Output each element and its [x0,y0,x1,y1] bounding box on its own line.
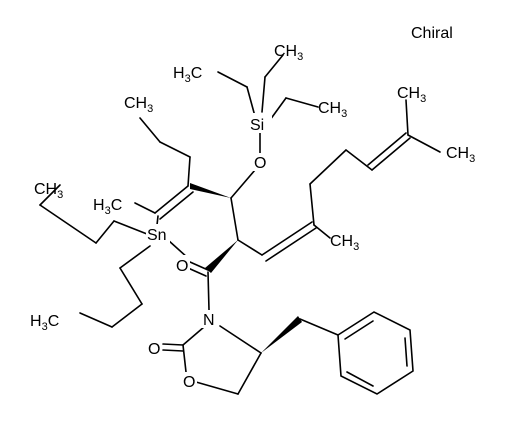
n-atom-label: N [203,312,215,329]
chiral-label: Chiral [411,25,453,42]
bond-n-c2 [182,326,205,346]
bond-c5-c4 [237,352,262,395]
bond-prenyl-me2 [407,134,441,153]
bond-prenyl-a [371,137,411,171]
o-ring-label-bg [181,372,197,390]
bond-set [39,54,441,395]
bond-c-calpha [230,197,239,241]
si-label-bg [248,113,272,133]
bond-prenyl-b [367,132,407,166]
bond-bu1a [113,220,148,235]
bond-ch-cme-a [261,221,313,256]
o-ring-carbonyl-atom-label: O [148,341,160,358]
bond-vinyl-b [159,191,194,220]
si-ethyl-methyl-left-label: H3C [173,65,202,85]
propyl-methyl-label: CH3 [124,95,153,115]
o-acyl-atom-label: O [176,258,188,275]
si-atom-label: Si [250,117,264,134]
bond-bu1d [39,184,61,206]
bond-bu1c [39,204,97,244]
o-silyl-atom-label: O [254,155,266,172]
bond-c2-oring [182,344,187,373]
phenyl-inner-1 [344,320,374,340]
bond-c4-n [219,325,262,354]
si-ethyl-methyl-top-label: CH3 [274,43,303,63]
wedge-calpha-co [205,240,238,273]
bond-bu2b [119,267,143,305]
bond-ch-cme-b [265,227,317,262]
bond-acyl-o-b [187,267,207,277]
o-silyl-label-bg [252,153,266,171]
si-ethyl-methyl-right-label: CH3 [318,100,347,120]
bond-bu2c [111,303,143,328]
allyl-methyl-label: CH3 [330,233,359,253]
bond-vinyl-a [154,185,189,214]
sn-label-bg [146,224,170,244]
bond-cme-me [313,224,331,239]
bond-pr3 [187,156,191,187]
bond-si-et3a [269,97,287,121]
bond-prenyl-me1 [405,99,409,136]
bond-acyl-o-a [189,261,209,271]
bond-chain1 [309,183,315,226]
wedge-c-vinyl [190,183,231,198]
phenyl-inner-3 [346,371,374,387]
prenyl-methyl-top-label: CH3 [397,85,426,105]
wedge-c4-ch2 [261,316,302,353]
bond-si-et2b [264,54,284,78]
o-ring-carbonyl-label-bg [146,339,162,357]
bond-si-et3b [285,97,319,108]
bond-pr1 [139,117,161,143]
butyl-3-methyl-label: H3C [30,313,59,333]
bond-si-et1b [217,71,248,88]
bond-vinyl-me [134,202,156,214]
o-ring-atom-label: O [183,374,195,391]
o-acyl-label-bg [174,255,190,273]
atom-labels: Si O Sn N O O O [146,113,272,391]
bond-pr2 [159,141,191,158]
sn-atom-label: Sn [147,227,167,244]
bond-bu2d [79,312,113,328]
vinyl-methyl-label: H3C [93,197,122,217]
bond-calpha-ch [237,239,263,256]
bond-chain2 [309,149,347,185]
bond-c2-o-b [162,349,184,352]
bond-oring-c5 [195,381,239,395]
bond-vinyl-sn [156,215,159,226]
prenyl-methyl-right-label: CH3 [446,145,475,165]
bond-bu1b [95,220,115,244]
phenyl-inner-2 [404,337,408,367]
butyl-1-methyl-label: CH3 [34,181,63,201]
group-labels: H3C CH3 CH3 CH3 CH3 H3C H3C CH3 CH3 CH3 [30,43,475,333]
bond-acyl-n [207,271,210,311]
bond-o-c [230,169,256,199]
phenyl-ring [337,311,414,395]
n-label-bg [201,310,217,328]
bond-chain3 [345,149,373,171]
bond-si-et2a [261,76,266,113]
bond-bu2a [119,245,151,269]
bond-ch2-ph [299,318,339,336]
bond-c2-o-a [162,343,184,346]
